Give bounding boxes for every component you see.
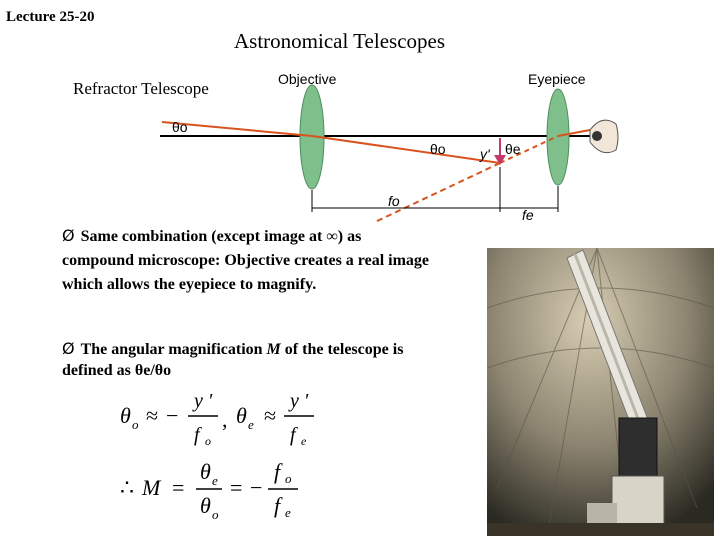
slide-title: Astronomical Telescopes <box>234 29 445 54</box>
magnification-formula: ∴ M = θ e θ o = − f o f e <box>120 459 298 522</box>
svg-text:e: e <box>301 434 307 448</box>
theta-o-label-2: θo <box>430 141 446 157</box>
bullet-text-a: The angular magnification <box>81 341 267 358</box>
svg-text:∴: ∴ <box>120 475 134 500</box>
eyepiece-label: Eyepiece <box>528 71 586 87</box>
svg-text:o: o <box>285 471 292 486</box>
theta-o-label: θo <box>172 119 188 135</box>
magnification-equations: θ o ≈ − y ' f o , θ e ≈ y ' f e ∴ M = θ … <box>118 385 358 530</box>
svg-text:f: f <box>194 424 202 446</box>
refracted-ray <box>312 136 500 163</box>
svg-text:=: = <box>230 475 242 500</box>
fo-label: fo <box>388 193 400 209</box>
svg-text:e: e <box>285 505 291 520</box>
objective-label: Objective <box>278 71 337 87</box>
eye-icon <box>590 120 618 153</box>
svg-text:−: − <box>166 403 178 428</box>
svg-text:≈: ≈ <box>146 403 158 428</box>
svg-text:y ': y ' <box>192 390 213 412</box>
fe-label: fe <box>522 207 534 222</box>
svg-text:o: o <box>212 507 219 522</box>
theta-e-label: θe <box>505 141 521 157</box>
bullet-arrow-icon: Ø <box>62 226 75 245</box>
bullet-arrow-icon: Ø <box>62 339 75 358</box>
svg-text:f: f <box>274 493 283 518</box>
svg-text:e: e <box>248 417 254 432</box>
svg-text:o: o <box>132 417 139 432</box>
svg-text:f: f <box>274 459 283 484</box>
telescope-photo <box>487 248 714 536</box>
svg-text:o: o <box>205 434 211 448</box>
svg-text:e: e <box>212 473 218 488</box>
angle-approximations: θ o ≈ − y ' f o , θ e ≈ y ' f e <box>120 390 314 448</box>
svg-text:θ: θ <box>200 493 211 518</box>
theta-o-symbol: θ <box>120 403 131 428</box>
svg-text:θ: θ <box>236 403 247 428</box>
magnification-symbol: M <box>267 341 281 358</box>
svg-text:=: = <box>172 475 184 500</box>
bullet-text: Same combination (except image at ∞) as … <box>62 228 429 293</box>
svg-text:θ: θ <box>200 459 211 484</box>
svg-text:,: , <box>222 407 228 432</box>
svg-text:≈: ≈ <box>264 403 276 428</box>
y-prime-label: y' <box>479 146 491 162</box>
refractor-diagram: Objective Eyepiece y' θo θo θe fo fe <box>150 62 630 222</box>
svg-text:f: f <box>290 424 298 446</box>
lecture-number: Lecture 25-20 <box>6 9 94 26</box>
svg-text:y ': y ' <box>288 390 309 412</box>
M-symbol: M <box>141 475 162 500</box>
svg-text:−: − <box>250 475 262 500</box>
